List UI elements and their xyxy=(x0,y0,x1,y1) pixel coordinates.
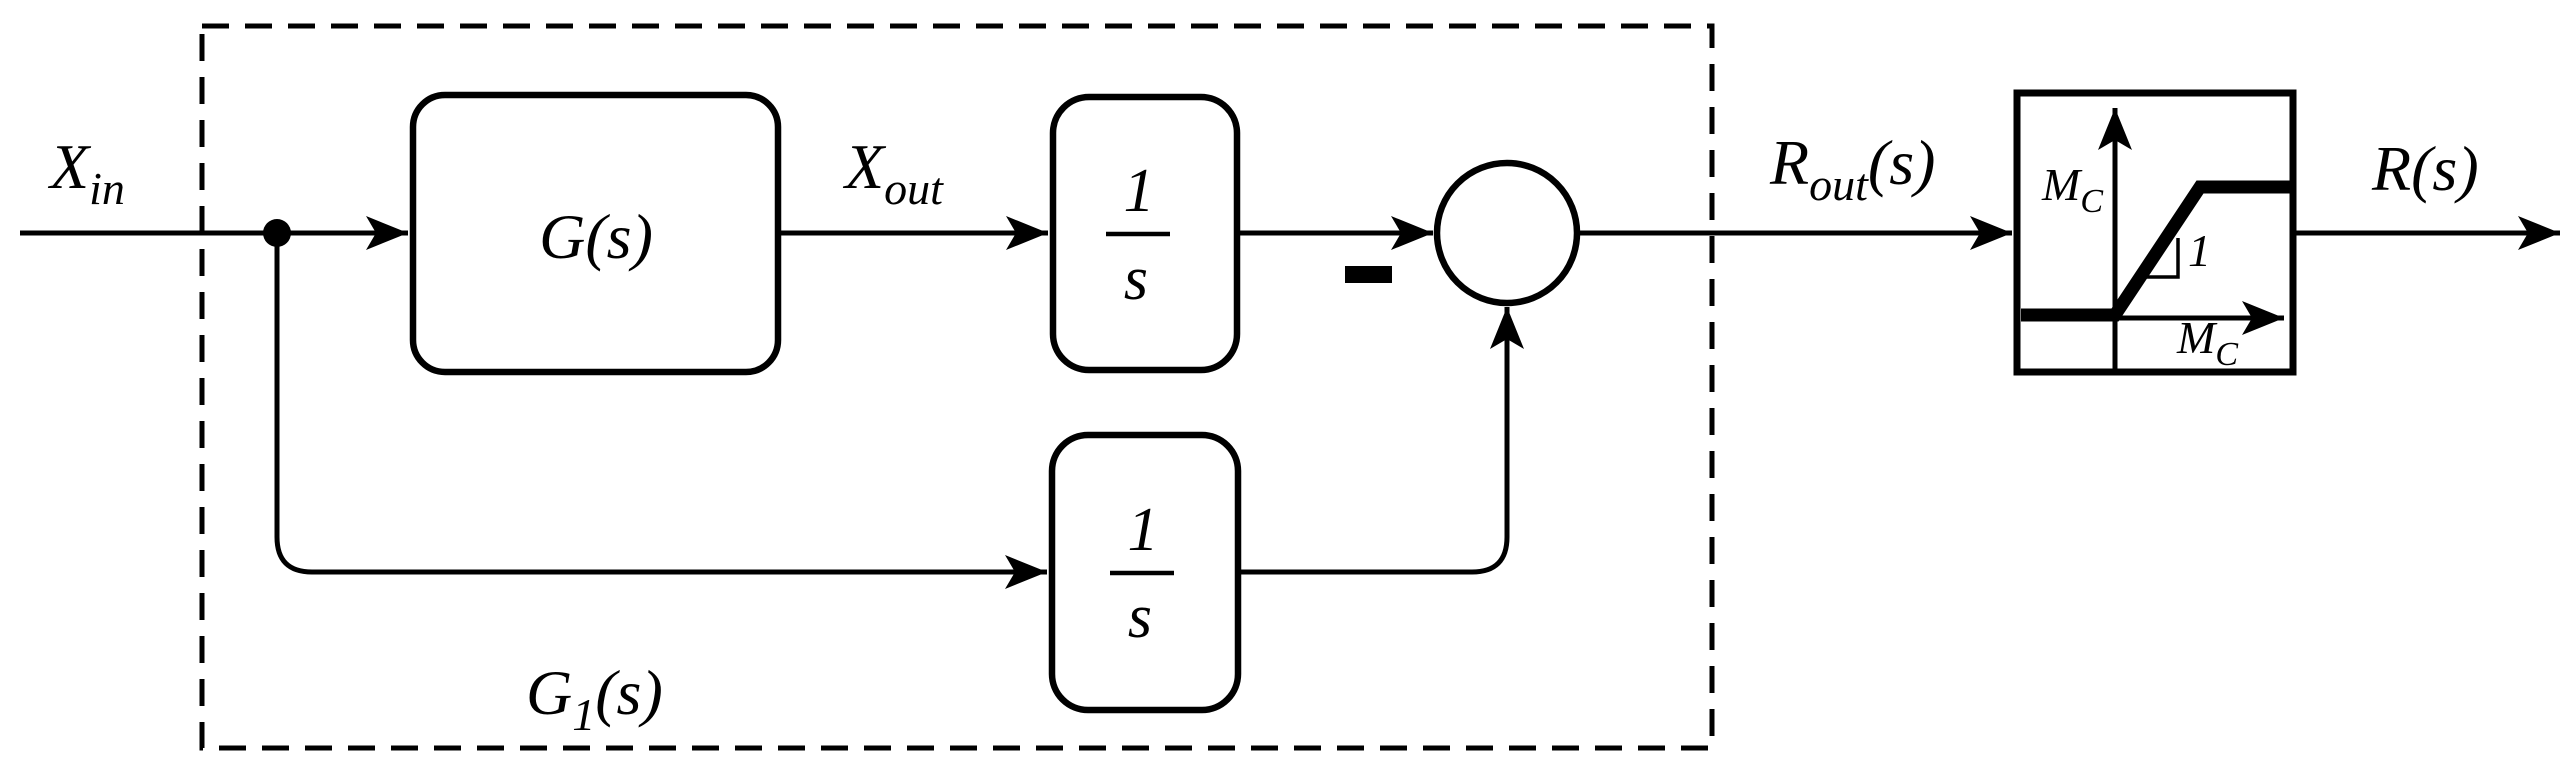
output-signal-label: R(s) xyxy=(2371,133,2479,204)
saturation-slope-label: 1 xyxy=(2188,225,2211,276)
feedback-line xyxy=(274,233,1047,589)
integrator-bottom-numerator: 1 xyxy=(1128,496,1159,564)
integrator-bottom-denominator: s xyxy=(1128,583,1152,651)
plant-block-label: G(s) xyxy=(539,201,653,272)
summing-junction xyxy=(1433,159,1581,307)
feedback-sum-line xyxy=(1238,307,1524,575)
subsystem-boundary xyxy=(199,23,1715,751)
saturation-curve xyxy=(2021,180,2291,322)
integrator-top-numerator: 1 xyxy=(1124,157,1155,225)
plant-block xyxy=(409,91,782,376)
integrator-top-denominator: s xyxy=(1124,245,1148,313)
minus-sign xyxy=(1345,266,1392,283)
saturation-upper-limit-label: MC xyxy=(2041,159,2103,220)
slope-right-angle-mark xyxy=(2146,238,2180,279)
saturation-input-limit-label: MC xyxy=(2176,312,2238,373)
input-signal-label: Xin xyxy=(47,131,125,214)
subsystem-label: G1(s) xyxy=(526,657,663,740)
plant-output-label: Xout xyxy=(842,131,944,214)
saturation-block: MC MC 1 xyxy=(2013,89,2297,376)
branch-point-dot xyxy=(263,219,291,247)
saturation-block-frame xyxy=(2013,89,2297,376)
sum-output-label: Rout(s) xyxy=(1769,127,1935,210)
